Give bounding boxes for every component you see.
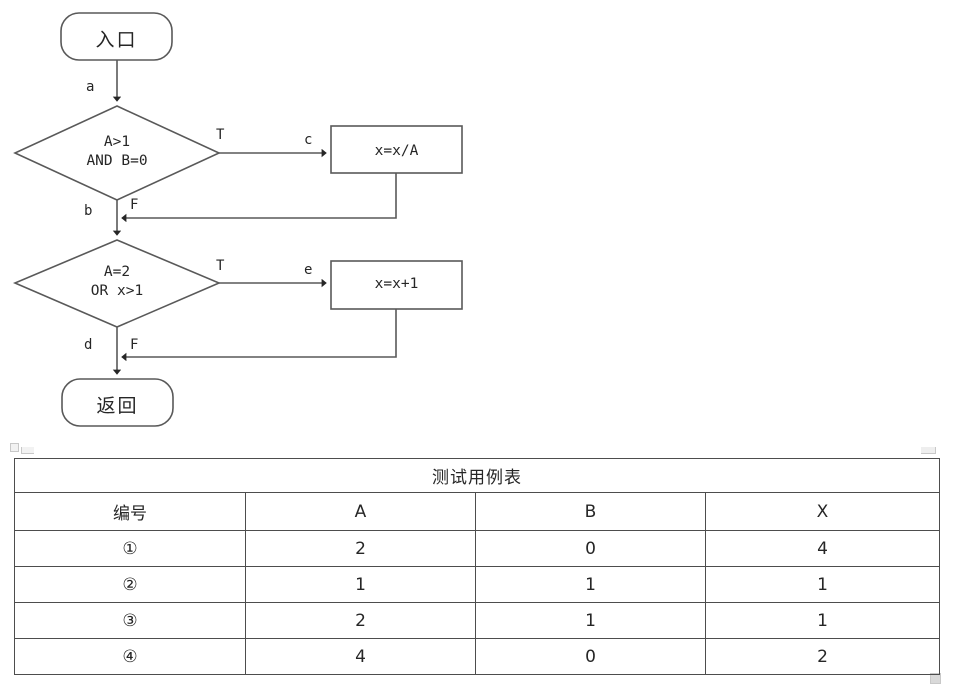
cell-a: 2 <box>245 602 476 639</box>
flowchart-diagram: 入口 A>1 AND B=0 x=x/A A=2 OR x>1 x=x+1 返回… <box>12 12 463 427</box>
cell-id: ① <box>14 530 246 567</box>
cell-id: ② <box>14 566 246 603</box>
column-header-b: B <box>475 492 706 531</box>
table-row: ① 2 0 4 <box>14 530 940 567</box>
column-header-a: A <box>245 492 476 531</box>
column-header-id: 编号 <box>14 492 246 531</box>
cell-b: 0 <box>475 530 706 567</box>
table-corner-marker-top-left-b <box>21 447 34 454</box>
table-title-row: 测试用例表 <box>14 458 940 493</box>
table-corner-marker-top-left-a <box>10 443 19 452</box>
table-header-row: 编号 A B X <box>14 492 940 531</box>
flowchart-canvas <box>12 12 463 427</box>
column-header-x: X <box>705 492 940 531</box>
node-cond1-shape <box>13 105 221 201</box>
cell-id: ④ <box>14 638 246 675</box>
node-start-shape <box>60 12 173 61</box>
table-title: 测试用例表 <box>14 458 940 493</box>
edge-proc2-feedback <box>121 309 397 362</box>
table-corner-marker-top-right <box>921 447 936 454</box>
table-row: ② 1 1 1 <box>14 566 940 603</box>
cell-b: 0 <box>475 638 706 675</box>
node-proc2-shape <box>330 260 463 310</box>
cell-x: 1 <box>705 602 940 639</box>
cell-b: 1 <box>475 602 706 639</box>
cell-a: 2 <box>245 530 476 567</box>
test-case-table: 测试用例表 编号 A B X ① 2 0 4 ② 1 1 1 ③ <box>14 458 940 675</box>
node-cond2-shape <box>12 239 222 328</box>
cell-id: ③ <box>14 602 246 639</box>
cell-b: 1 <box>475 566 706 603</box>
cell-a: 4 <box>245 638 476 675</box>
node-end-shape <box>61 378 174 427</box>
test-case-table-container: 测试用例表 编号 A B X ① 2 0 4 ② 1 1 1 ③ <box>14 458 940 675</box>
table-row: ③ 2 1 1 <box>14 602 940 639</box>
node-proc1-shape <box>330 125 463 174</box>
edge-proc1-feedback <box>121 173 397 223</box>
cell-x: 2 <box>705 638 940 675</box>
cell-x: 1 <box>705 566 940 603</box>
table-row: ④ 4 0 2 <box>14 638 940 675</box>
cell-a: 1 <box>245 566 476 603</box>
cell-x: 4 <box>705 530 940 567</box>
